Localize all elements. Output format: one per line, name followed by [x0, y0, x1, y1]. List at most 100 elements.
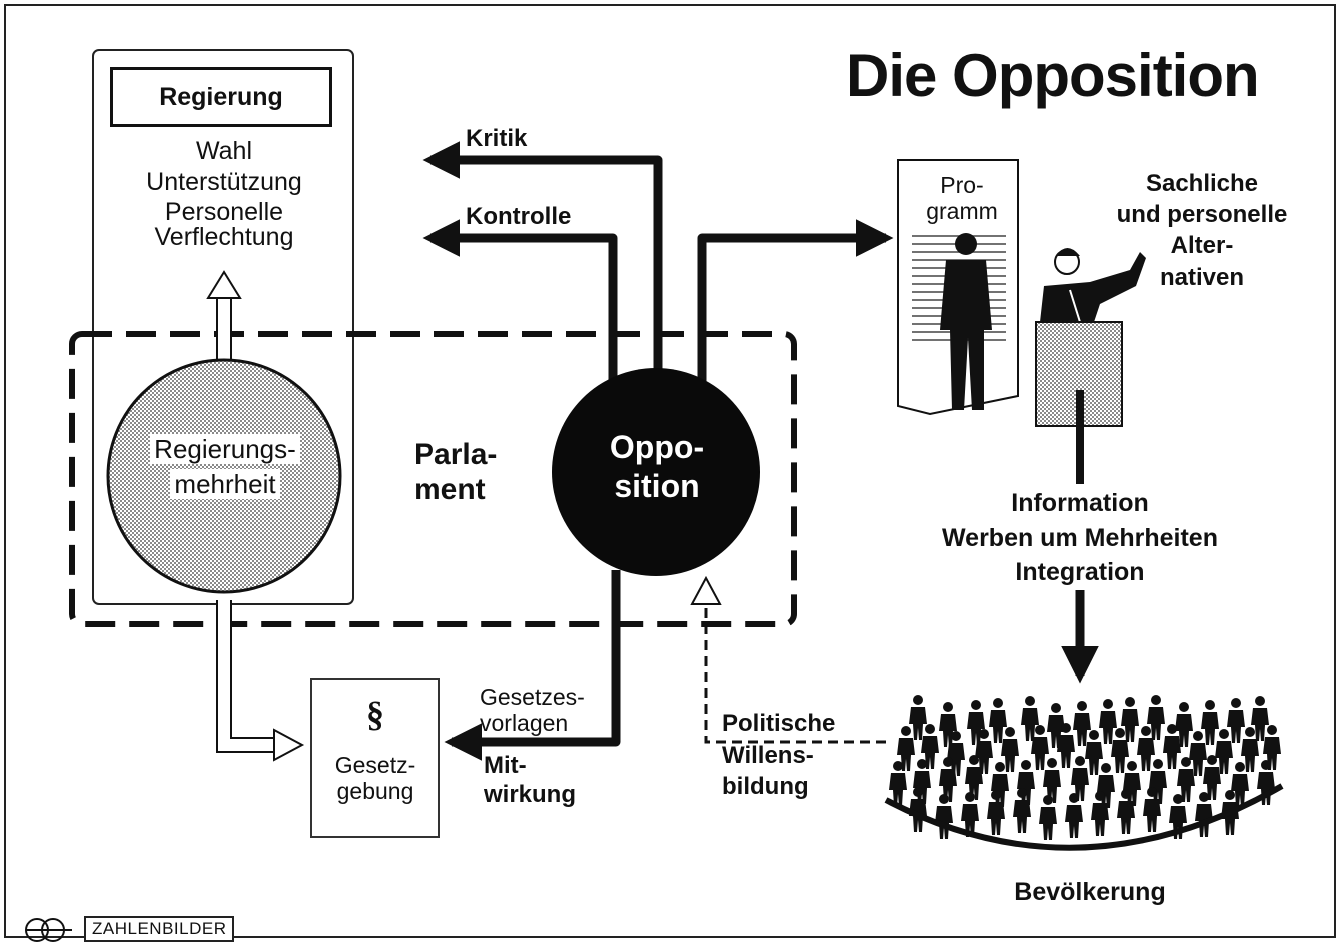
crowd-group: [889, 695, 1281, 840]
crowd-person-icon: [1111, 728, 1129, 773]
crowd-person-icon: [1201, 700, 1219, 745]
gesetzgebung-line1: Gesetz-: [334, 752, 416, 778]
publisher-logo: ZAHLENBILDER: [24, 916, 235, 942]
gesetzesvorlagen-arrow: [444, 570, 621, 761]
regierungsmehrheit-line1: Regierungs-: [150, 434, 300, 464]
crowd-person-icon: [1143, 787, 1161, 832]
person-silhouette-icon: [940, 233, 992, 410]
alternativen-line1: Sachliche: [1145, 170, 1259, 197]
crowd-person-icon: [889, 761, 907, 806]
crowd-person-icon: [947, 731, 965, 776]
crowd-person-icon: [1031, 725, 1049, 770]
speaker-podium-icon: [1035, 248, 1146, 427]
willensbildung-label: Politische Willens- bildung: [722, 708, 835, 803]
regierung-item: Verflechtung: [154, 222, 294, 251]
crowd-person-icon: [1149, 759, 1167, 804]
crowd-person-icon: [909, 695, 927, 740]
crowd-person-icon: [1137, 726, 1155, 771]
kontrolle-label: Kontrolle: [466, 203, 572, 230]
information-line3: Integration: [1015, 558, 1145, 586]
interlocked-rings-icon: [25, 918, 72, 942]
paragraph-icon: §: [366, 694, 384, 734]
crowd-person-icon: [1017, 760, 1035, 805]
willensbildung-arrow: [690, 575, 886, 744]
willensbildung-line2: Willens-: [722, 741, 814, 769]
kontrolle-arrow: [422, 219, 618, 382]
opposition-circle: [552, 368, 760, 576]
crowd-person-icon: [1039, 795, 1057, 840]
support-arrow: [206, 270, 242, 367]
crowd-person-icon: [939, 757, 957, 802]
crowd-person-icon: [1091, 791, 1109, 836]
crowd-person-icon: [1177, 757, 1195, 802]
crowd-person-icon: [1215, 729, 1233, 774]
opposition-label: Oppo- sition: [554, 428, 760, 506]
bevoelkerung-label: Bevölkerung: [1014, 878, 1166, 906]
willensbildung-line1: Politische: [722, 710, 836, 737]
programm-arrow: [697, 219, 894, 382]
kritik-label: Kritik: [466, 125, 528, 152]
regierungsmehrheit-line2: mehrheit: [170, 469, 280, 500]
alternativen-line4: nativen: [1159, 263, 1245, 291]
crowd-person-icon: [1231, 762, 1249, 807]
gesetzgebung-box: [310, 678, 440, 838]
crowd-person-icon: [1147, 695, 1165, 740]
programm-line2: gramm: [926, 198, 998, 225]
information-line2: Werben um Mehrheiten: [942, 523, 1218, 552]
diagram-frame: [4, 4, 1336, 938]
regierung-item: Wahl: [195, 137, 253, 165]
parlament-line1: Parla-: [414, 438, 498, 471]
crowd-person-icon: [1121, 697, 1139, 742]
willensbildung-line3: bildung: [722, 773, 809, 801]
parlament-frame: [69, 331, 797, 627]
crowd-person-icon: [1189, 731, 1207, 776]
mitwirkung-line2: wirkung: [484, 780, 577, 808]
regierung-item: Personelle: [164, 198, 284, 226]
crowd-baseline: [884, 783, 1284, 851]
alternativen-line2: und personelle: [1116, 201, 1288, 229]
crowd-person-icon: [1227, 698, 1245, 743]
parlament-label: Parla- ment: [414, 438, 497, 507]
crowd-person-icon: [975, 729, 993, 774]
gesetzesvorlagen-line1: Gesetzes-: [480, 684, 585, 710]
regierung-item: Unterstützung: [146, 167, 302, 196]
crowd-person-icon: [1065, 793, 1083, 838]
regierung-heading: Regierung: [159, 82, 283, 111]
crowd-person-icon: [1085, 730, 1103, 775]
information-line1: Information: [1011, 489, 1149, 517]
crowd-person-icon: [1123, 761, 1141, 806]
programm-line1: Pro-: [940, 172, 984, 198]
crowd-person-icon: [1013, 788, 1031, 833]
crowd-person-icon: [1057, 723, 1075, 768]
crowd-person-icon: [1175, 702, 1193, 747]
mitwirkung-line1: Mit-: [484, 752, 527, 779]
crowd-person-icon: [987, 790, 1005, 835]
crowd-person-icon: [961, 792, 979, 837]
gesetzgebung-line2: gebung: [336, 778, 414, 805]
crowd-person-icon: [1073, 701, 1091, 746]
page-title: Die Opposition: [846, 42, 1260, 109]
crowd-person-icon: [1001, 727, 1019, 772]
regierung-list: Wahl Unterstützung Personelle Verflechtu…: [104, 136, 344, 252]
logo-text: ZAHLENBILDER: [84, 916, 235, 942]
alternativen-label: Sachliche und personelle Alter- nativen: [1092, 168, 1312, 293]
crowd-person-icon: [1043, 758, 1061, 803]
crowd-person-icon: [1241, 727, 1259, 772]
crowd-person-icon: [1021, 696, 1039, 741]
programm-label: Pro- gramm: [910, 172, 1014, 225]
crowd-person-icon: [989, 698, 1007, 743]
mitwirkung-label: Mit- wirkung: [484, 752, 576, 810]
crowd-person-icon: [1163, 724, 1181, 769]
regierung-heading-box: Regierung: [110, 67, 332, 127]
crowd-person-icon: [965, 755, 983, 800]
gesetzgebung-label: Gesetz- gebung: [310, 752, 440, 805]
gesetzesvorlagen-label: Gesetzes- vorlagen: [480, 684, 585, 737]
crowd-person-icon: [1097, 763, 1115, 808]
crowd-person-icon: [1099, 699, 1117, 744]
kritik-arrow: [422, 141, 663, 372]
crowd-person-icon: [1117, 789, 1135, 834]
information-label: Information Werben um Mehrheiten Integra…: [900, 486, 1260, 590]
gesetzesvorlagen-line2: vorlagen: [480, 710, 569, 737]
crowd-person-icon: [1251, 696, 1269, 741]
